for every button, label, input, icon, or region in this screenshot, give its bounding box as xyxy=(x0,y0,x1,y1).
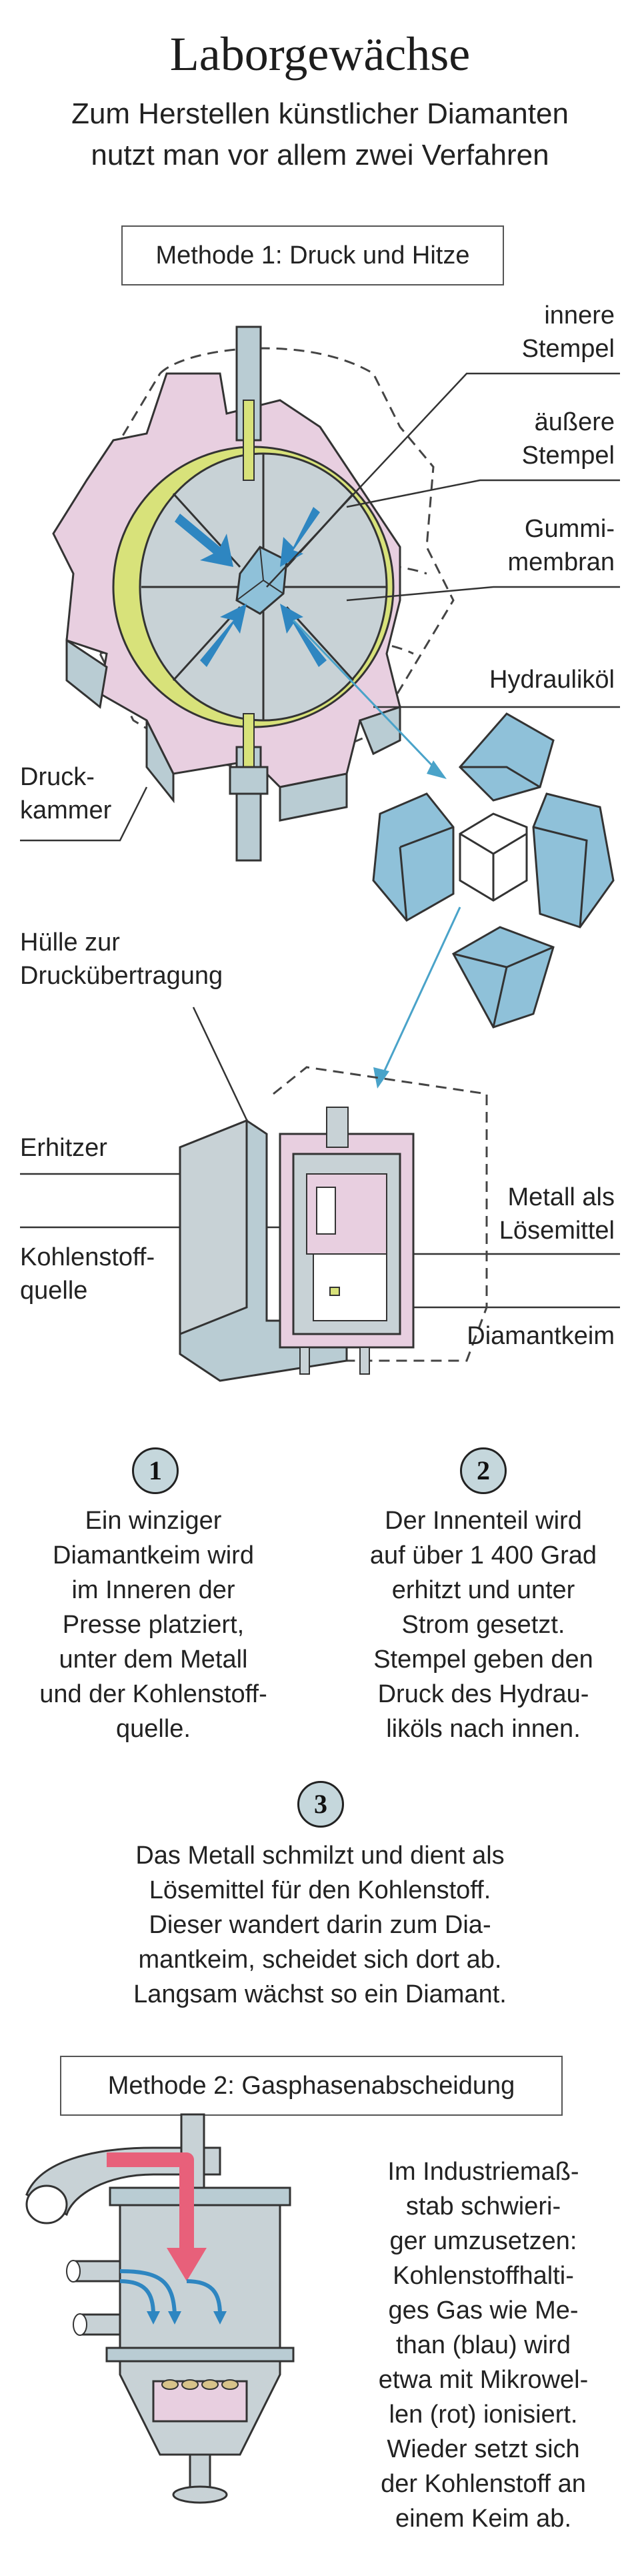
step-line: Lösemittel für den Kohlenstoff. xyxy=(149,1876,491,1904)
method2-text: Im Industriemaß- stab schwieri- ger umzu… xyxy=(333,2154,633,2536)
subtitle-line: Zum Herstellen künstlicher Diamanten xyxy=(71,97,569,130)
step-line: Der Innenteil wird xyxy=(385,1507,582,1535)
chamber-side xyxy=(359,705,401,756)
reaction-cell xyxy=(179,1066,488,1382)
label-line: membran xyxy=(507,548,615,576)
label-line: quelle xyxy=(20,1277,88,1305)
exploded-view-line xyxy=(292,619,441,775)
step-1-badge: 1 xyxy=(132,1447,179,1494)
top-oil-feed xyxy=(243,400,255,481)
page-subtitle: Zum Herstellen künstlicher Diamanten nut… xyxy=(0,93,640,176)
method1-heading: Methode 1: Druck und Hitze xyxy=(121,225,504,285)
label-line: Gummi- xyxy=(524,515,615,543)
label-pressure-shell: Hülle zur Druckübertragung xyxy=(20,926,287,993)
chamber-bottom xyxy=(145,720,175,804)
label-line: Hülle zur xyxy=(20,928,120,956)
label-line: innere xyxy=(544,301,615,330)
label-line: Kohlenstoff- xyxy=(20,1243,155,1271)
step-line: Dieser wandert darin zum Dia- xyxy=(149,1911,491,1939)
cell-view-line xyxy=(379,906,461,1081)
step-3-badge: 3 xyxy=(297,1781,344,1828)
step-line: erhitzt und unter xyxy=(391,1576,575,1604)
step-line: Ein winziger xyxy=(85,1507,222,1535)
step-1-text: Ein winziger Diamantkeim wird im Inneren… xyxy=(7,1503,300,1746)
step-line: Diamantkeim wird xyxy=(53,1541,254,1569)
exploded-stamps xyxy=(372,712,615,1029)
cube-edges xyxy=(236,546,284,601)
label-carbon-source: Kohlenstoff- quelle xyxy=(20,1241,220,1307)
leader-lines xyxy=(20,372,620,1309)
label-metal-solvent: Metall als Lösemittel xyxy=(427,1181,615,1247)
text-line: ges Gas wie Me- xyxy=(388,2297,579,2325)
subtitle-line: nutzt man vor allem zwei Verfahren xyxy=(91,139,549,171)
step-line: Strom gesetzt. xyxy=(401,1611,565,1639)
text-line: einem Keim ab. xyxy=(395,2505,571,2533)
label-heater: Erhitzer xyxy=(20,1134,107,1162)
label-line: äußere xyxy=(534,408,615,436)
step-line: auf über 1 400 Grad xyxy=(369,1541,597,1569)
label-outer-stamps: äußere Stempel xyxy=(427,406,615,472)
step-line: Druck des Hydrau- xyxy=(377,1680,589,1708)
step-line: und der Kohlenstoff- xyxy=(39,1680,267,1708)
text-line: len (rot) ionisiert. xyxy=(389,2401,578,2429)
text-line: ger umzusetzen: xyxy=(389,2227,577,2255)
text-line: Im Industriemaß- xyxy=(387,2158,579,2186)
text-line: Wieder setzt sich xyxy=(387,2435,580,2463)
step-3-text: Das Metall schmilzt und dient als Lösemi… xyxy=(53,1838,587,2012)
label-line: Stempel xyxy=(521,442,615,470)
label-inner-stamps: innere Stempel xyxy=(427,299,615,366)
method2-heading: Methode 2: Gasphasenabscheidung xyxy=(60,2056,563,2116)
step-line: quelle. xyxy=(116,1715,191,1743)
label-hydraulic-oil: Hydrauliköl xyxy=(489,666,615,694)
bottom-flange xyxy=(229,766,269,795)
label-rubber-membrane: Gummi- membran xyxy=(427,512,615,579)
label-line: Lösemittel xyxy=(499,1217,615,1245)
chamber-bottom-left xyxy=(65,638,108,709)
text-line: der Kohlenstoff an xyxy=(381,2470,586,2498)
step-line: mantkeim, scheidet sich dort ab. xyxy=(138,1946,502,1974)
step-line: Langsam wächst so ein Diamant. xyxy=(133,1980,507,2008)
bottom-oil-feed xyxy=(243,713,255,768)
page-title: Laborgewächse xyxy=(169,27,471,81)
step-line: Das Metall schmilzt und dient als xyxy=(135,1842,505,1870)
step-line: liköls nach innen. xyxy=(386,1715,581,1743)
pressure-arrows xyxy=(175,507,327,667)
text-line: than (blau) wird xyxy=(396,2331,571,2359)
cell-view-arrow xyxy=(373,1067,389,1089)
label-line: kammer xyxy=(20,796,112,824)
label-pressure-chamber: Druck- kammer xyxy=(20,760,193,827)
step-line: im Inneren der xyxy=(71,1576,235,1604)
label-line: Druck- xyxy=(20,763,95,791)
text-line: etwa mit Mikrowel- xyxy=(378,2366,589,2394)
label-line: Druckübertragung xyxy=(20,962,223,990)
text-line: stab schwieri- xyxy=(405,2192,561,2220)
label-line: Metall als xyxy=(507,1183,615,1211)
step-line: unter dem Metall xyxy=(59,1646,248,1674)
label-line: Stempel xyxy=(521,335,615,363)
chamber-bottom-right xyxy=(279,772,348,822)
text-line: Kohlenstoffhalti- xyxy=(393,2262,574,2290)
exploded-view-arrow xyxy=(427,760,447,779)
step-line: Stempel geben den xyxy=(373,1646,593,1674)
step-2-text: Der Innenteil wird auf über 1 400 Grad e… xyxy=(333,1503,633,1746)
step-2-badge: 2 xyxy=(460,1447,507,1494)
label-diamond-seed: Diamantkeim xyxy=(467,1322,615,1350)
step-line: Presse platziert, xyxy=(62,1611,245,1639)
